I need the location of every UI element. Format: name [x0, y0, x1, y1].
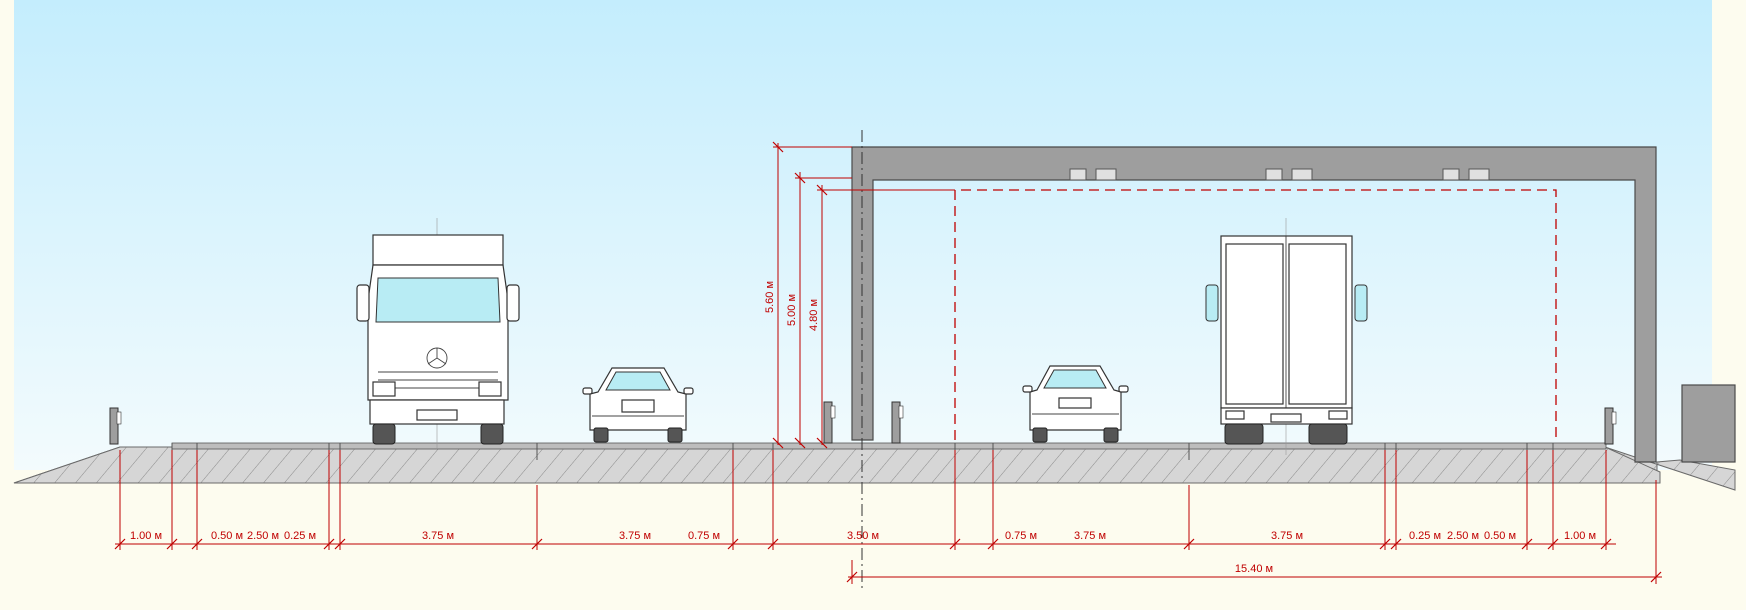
- vertical-dimensions: 5.60 м 5.00 м 4.80 м: [764, 141, 955, 449]
- dim-label: 3.75 м: [422, 530, 454, 542]
- road-post-icon: [891, 401, 904, 444]
- car-front-icon: [582, 367, 694, 443]
- dim-label: 2.50 м: [247, 530, 279, 542]
- overall-width-label: 15.40 м: [1235, 563, 1273, 575]
- dim-label: 0.50 м: [211, 530, 243, 542]
- dim-label: 2.50 м: [1447, 530, 1479, 542]
- ground-band: [14, 470, 1712, 610]
- dim-label: 3.75 м: [1271, 530, 1303, 542]
- dim-label: 0.75 м: [1005, 530, 1037, 542]
- dim-label: 0.25 м: [284, 530, 316, 542]
- truck-front-icon: [356, 218, 520, 448]
- height-label: 4.80 м: [808, 299, 820, 331]
- dim-label: 1.00 м: [1564, 530, 1596, 542]
- embankment-main: [13, 446, 1661, 484]
- road-post-icon: [109, 407, 122, 445]
- road-post-icon: [823, 401, 836, 444]
- dim-label: 3.75 м: [619, 530, 651, 542]
- dim-label: 0.75 м: [688, 530, 720, 542]
- clearance-envelope: [954, 189, 1557, 440]
- side-cabinet: [1681, 384, 1736, 463]
- car-rear-icon: [1022, 365, 1129, 443]
- dim-label: 3.50 м: [847, 530, 879, 542]
- height-label: 5.60 м: [764, 281, 776, 313]
- height-label: 5.00 м: [786, 294, 798, 326]
- dimension-lines: [114, 450, 1662, 584]
- horizontal-dimension-labels: 1.00 м 0.50 м 2.50 м 0.25 м 3.75 м 3.75 …: [130, 530, 1596, 575]
- road-post-icon: [1604, 407, 1617, 445]
- dim-label: 0.25 м: [1409, 530, 1441, 542]
- dim-label: 3.75 м: [1074, 530, 1106, 542]
- truck-rear-icon: [1205, 218, 1368, 455]
- frame-lights: [1069, 168, 1490, 181]
- dim-label: 1.00 м: [130, 530, 162, 542]
- dim-label: 0.50 м: [1484, 530, 1516, 542]
- portal-frame: [851, 146, 1657, 463]
